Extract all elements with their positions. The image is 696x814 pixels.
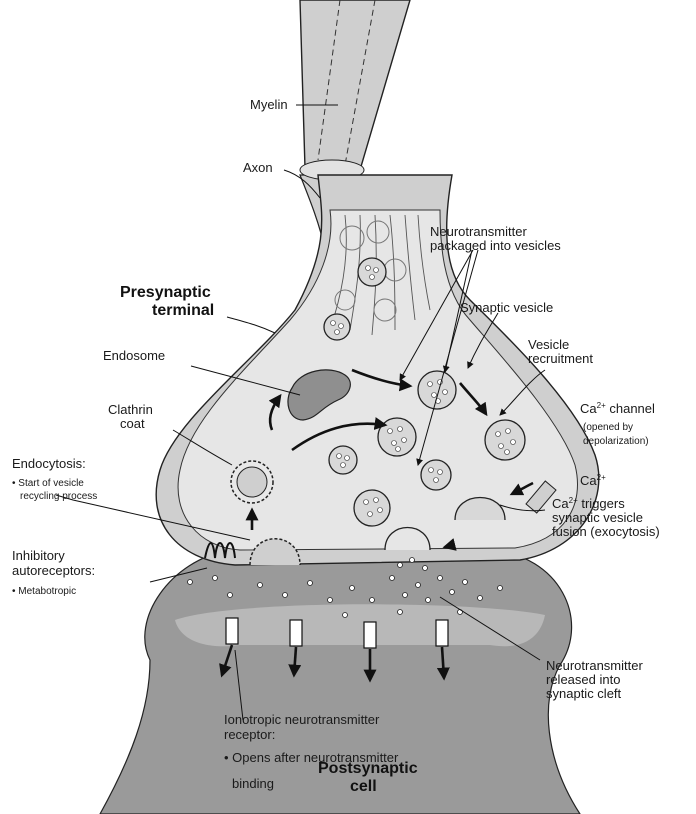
label-nt-released-1: Neurotransmitter bbox=[546, 658, 643, 673]
label-synaptic-vesicle: Synaptic vesicle bbox=[460, 300, 553, 315]
label-nt-released-3: synaptic cleft bbox=[546, 686, 622, 701]
label-ca-triggers-1: Ca2+ triggers bbox=[552, 496, 625, 511]
label-ionotropic-2: receptor: bbox=[224, 727, 275, 742]
vesicle bbox=[485, 420, 525, 460]
label-axon: Axon bbox=[243, 160, 273, 175]
label-presynaptic-2: terminal bbox=[152, 302, 214, 319]
label-clathrin-1: Clathrin bbox=[108, 402, 153, 417]
label-inhibitory-3: • Metabotropic bbox=[12, 586, 76, 597]
label-ca-channel: Ca2+ channel bbox=[580, 401, 655, 416]
label-ca-channel-note-2: depolarization) bbox=[583, 436, 649, 447]
label-inhibitory-1: Inhibitory bbox=[12, 548, 65, 563]
vesicle bbox=[324, 314, 350, 340]
myelin-sheath bbox=[300, 0, 410, 177]
label-ionotropic-1: Ionotropic neurotransmitter bbox=[224, 712, 380, 727]
label-ca-channel-note-1: (opened by bbox=[583, 422, 633, 433]
label-myelin: Myelin bbox=[250, 97, 288, 112]
vesicle bbox=[329, 446, 357, 474]
label-postsynaptic-1: Postsynaptic bbox=[318, 760, 418, 777]
vesicle bbox=[354, 490, 390, 526]
clathrin-coated-vesicle bbox=[231, 461, 273, 503]
vesicle bbox=[358, 258, 386, 286]
label-vesicle-recruitment-2: recruitment bbox=[528, 351, 593, 366]
label-inhibitory-2: autoreceptors: bbox=[12, 563, 95, 578]
label-ca-triggers-4: fusion (exocytosis) bbox=[552, 524, 660, 539]
label-endocytosis-2: • Start of vesicle bbox=[12, 478, 84, 489]
label-clathrin-2: coat bbox=[120, 416, 145, 431]
label-postsynaptic-2: cell bbox=[350, 778, 377, 795]
label-nt-packaged-1: Neurotransmitter bbox=[430, 224, 527, 239]
label-vesicle-recruitment-1: Vesicle bbox=[528, 337, 569, 352]
vesicle bbox=[421, 460, 451, 490]
label-endocytosis-3: recycling process bbox=[20, 491, 97, 502]
label-ca-ion: Ca2+ bbox=[580, 473, 606, 488]
label-endosome: Endosome bbox=[103, 348, 165, 363]
label-ionotropic-4: binding bbox=[232, 776, 274, 791]
label-ca-triggers-3: synaptic vesicle bbox=[552, 510, 643, 525]
label-nt-released-2: released into bbox=[546, 672, 620, 687]
label-presynaptic-1: Presynaptic bbox=[120, 284, 211, 301]
label-endocytosis-1: Endocytosis: bbox=[12, 456, 86, 471]
label-nt-packaged-2: packaged into vesicles bbox=[430, 238, 561, 253]
